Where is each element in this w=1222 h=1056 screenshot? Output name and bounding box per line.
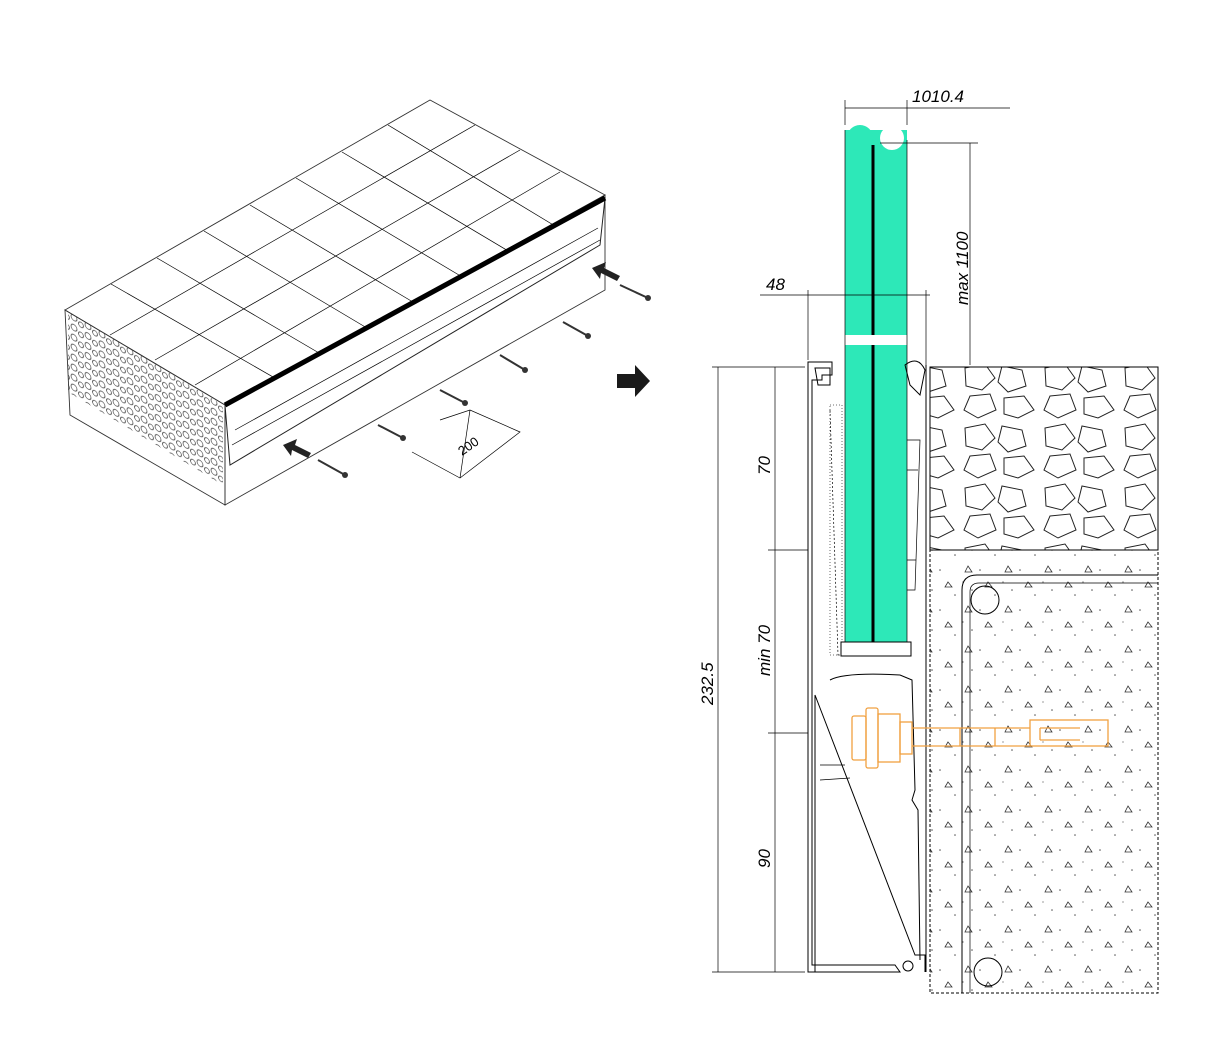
clip-right (904, 360, 926, 397)
isometric-view: 200 (64, 99, 651, 506)
total-height-label: 232.5 (698, 662, 717, 706)
screw (377, 424, 404, 439)
profile-width-label: 48 (766, 275, 785, 294)
screw (439, 389, 466, 404)
clip-left (814, 367, 831, 386)
left-arrow-icon (283, 439, 311, 458)
screw (619, 284, 649, 299)
tile-grid (109, 124, 561, 386)
glass-base-seal (840, 641, 912, 657)
min-section-label: min 70 (755, 624, 774, 676)
rebar-outline (961, 574, 1158, 993)
profile-inner-wall (829, 673, 921, 961)
upper-section-label: 70 (755, 456, 774, 475)
spacing-dimension (411, 409, 521, 479)
section-view: 1010.4 max 1100 48 232.5 70 min 70 90 (698, 87, 1159, 994)
gravel-texture (68, 312, 223, 486)
spacing-label: 200 (455, 434, 481, 459)
screw-heads (342, 295, 651, 478)
max-height-label: max 1100 (953, 231, 972, 305)
lower-section-label: 90 (755, 849, 774, 868)
screw (499, 354, 526, 371)
glass-thickness-label: 1010.4 (912, 87, 964, 106)
anchor-bolt (851, 707, 1109, 769)
profile-strut (814, 694, 926, 972)
concrete-base (929, 549, 1159, 994)
glass-panel-lower (845, 345, 907, 642)
gravel-layer (929, 366, 1159, 551)
rebar-top (970, 585, 1000, 615)
profile-body (807, 361, 901, 973)
screw (562, 321, 589, 337)
screws (317, 284, 649, 476)
left-arrow-icon (592, 262, 620, 281)
glass-panel-upper (845, 130, 907, 335)
glass-line (223, 195, 607, 408)
rebar-bottom (973, 957, 1003, 987)
screw (317, 459, 346, 476)
right-arrow-icon (617, 365, 650, 397)
